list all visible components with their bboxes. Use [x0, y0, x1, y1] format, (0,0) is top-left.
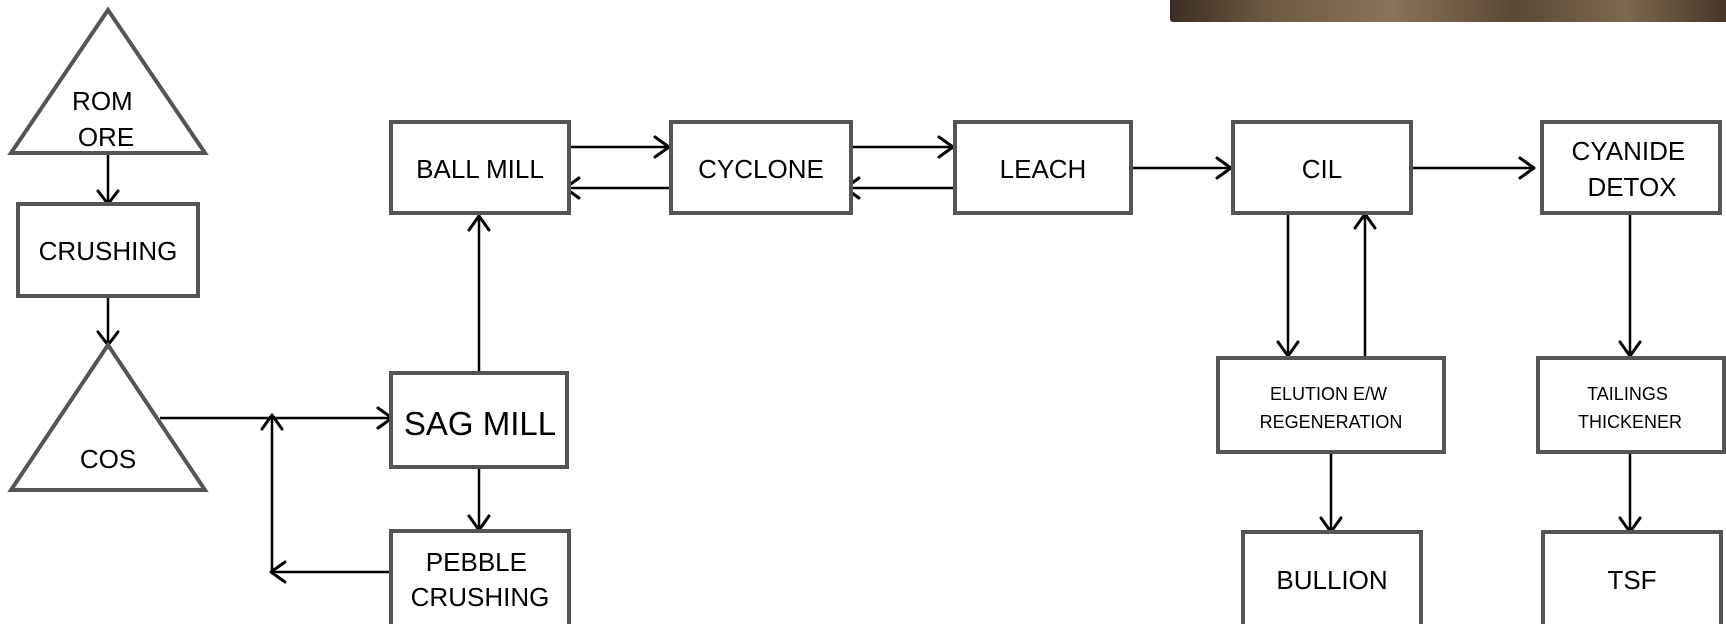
crushing-box	[16, 202, 200, 298]
cyanide-detox-label-line1: CYANIDE	[1572, 136, 1686, 166]
cyclone-label: CYCLONE	[698, 154, 824, 184]
svg-text:COS: COS	[80, 444, 136, 474]
node-cyanide-detox: CYANIDE DETOX	[1540, 120, 1722, 215]
cyanide-detox-box	[1540, 120, 1722, 215]
arrowhead-right	[1518, 156, 1536, 180]
node-pebble-crushing: PEBBLE CRUSHING	[389, 529, 571, 624]
svg-text:BALL MILL: BALL MILL	[416, 154, 544, 184]
svg-text:TSF: TSF	[1607, 565, 1656, 595]
tailings-thickener-label-line2: THICKENER	[1578, 412, 1682, 432]
cyanide-detox-label-line2: DETOX	[1587, 172, 1676, 202]
node-cyclone: CYCLONE	[669, 120, 853, 215]
node-elution: ELUTION E/W REGENERATION	[1216, 356, 1446, 454]
sag-mill-label: SAG MILL	[404, 405, 556, 442]
elution-label-line1: ELUTION E/W	[1270, 384, 1387, 404]
svg-text:BULLION: BULLION	[1276, 565, 1387, 595]
svg-text:ELUTION E/W REGENERATI: ELUTION E/W REGENERATION	[1260, 384, 1403, 432]
bullion-box	[1241, 530, 1423, 624]
ball-mill-label: BALL MILL	[416, 154, 544, 184]
cos-triangle	[7, 341, 209, 492]
arrowhead-up	[260, 413, 284, 431]
rom-ore-label-line1: ROM	[72, 86, 133, 116]
arrowhead-up	[467, 214, 491, 232]
node-cil: CIL	[1231, 120, 1413, 215]
rom-ore-triangle	[7, 6, 209, 155]
node-leach: LEACH	[953, 120, 1133, 215]
svg-text:PEBBLE CRUSHING: PEBBLE CRUSHING	[411, 547, 550, 612]
rom-ore-label-line2: ORE	[78, 122, 134, 152]
elution-label-line2: REGENERATION	[1260, 412, 1403, 432]
svg-text:TAILINGS THICKENER: TAILINGS THICKENER	[1578, 384, 1682, 432]
node-ball-mill: BALL MILL	[389, 120, 571, 215]
node-sag-mill: SAG MILL	[389, 371, 569, 469]
cyclone-box	[669, 120, 853, 215]
crushing-label: CRUSHING	[39, 236, 178, 266]
node-cos: COS	[7, 341, 209, 492]
leach-box	[953, 120, 1133, 215]
node-tsf: TSF	[1541, 530, 1723, 624]
svg-text:CYCLONE: CYCLONE	[698, 154, 824, 184]
cil-box	[1231, 120, 1413, 215]
tailings-thickener-box	[1536, 356, 1726, 454]
tsf-label: TSF	[1607, 565, 1656, 595]
tsf-box	[1541, 530, 1723, 624]
cil-label: CIL	[1302, 154, 1342, 184]
svg-text:ROM ORE: ROM ORE	[72, 86, 140, 152]
node-bullion: BULLION	[1241, 530, 1423, 624]
svg-text:SAG MILL: SAG MILL	[404, 405, 556, 442]
node-tailings-thickener: TAILINGS THICKENER	[1536, 356, 1726, 454]
edges	[106, 145, 1632, 574]
pebble-crushing-box	[389, 529, 571, 624]
arrowhead-left	[269, 560, 287, 584]
photo-fragment	[1170, 0, 1726, 22]
pebble-crushing-label-line1: PEBBLE	[426, 547, 527, 577]
node-rom-ore: ROM ORE	[7, 6, 209, 155]
pebble-crushing-label-line2: CRUSHING	[411, 582, 550, 612]
tailings-thickener-label-line1: TAILINGS	[1587, 384, 1668, 404]
svg-text:CIL: CIL	[1302, 154, 1342, 184]
svg-text:CYANIDE DETOX: CYANIDE DETOX	[1572, 136, 1693, 202]
leach-label: LEACH	[1000, 154, 1087, 184]
sag-mill-box	[389, 371, 569, 469]
svg-text:CRUSHING: CRUSHING	[39, 236, 178, 266]
elution-box	[1216, 356, 1446, 454]
svg-text:LEACH: LEACH	[1000, 154, 1087, 184]
bullion-label: BULLION	[1276, 565, 1387, 595]
node-crushing: CRUSHING	[16, 202, 200, 298]
ball-mill-box	[389, 120, 571, 215]
cos-label: COS	[80, 444, 136, 474]
